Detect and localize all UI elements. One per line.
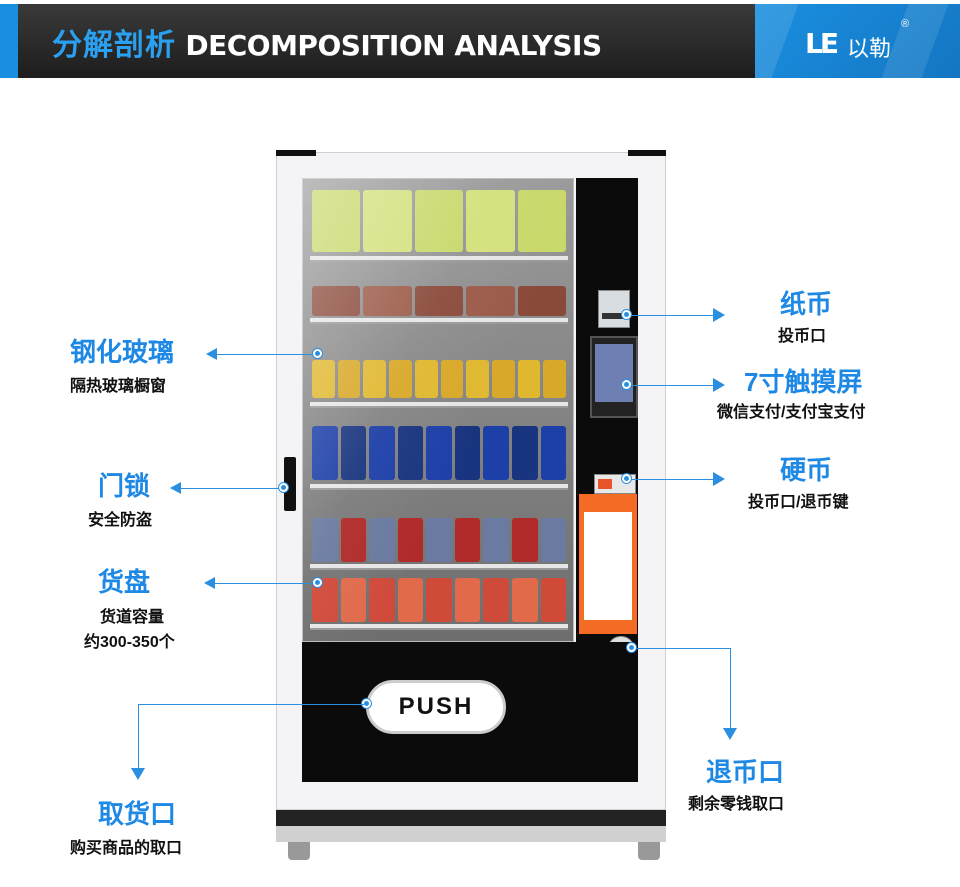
callout-coin-title: 硬币 [780, 455, 833, 485]
bill-acceptor[interactable] [598, 290, 630, 328]
marker-dot-icon [622, 380, 631, 389]
page-title-en: DECOMPOSITION ANALYSIS [185, 29, 602, 62]
push-pickup-door[interactable]: PUSH [366, 680, 506, 734]
shelf [310, 318, 568, 324]
callout-screen-title: 7寸触摸屏 [744, 367, 863, 397]
page-title-cn: 分解剖析 [52, 29, 176, 62]
callout-glass-title: 钢化玻璃 [70, 337, 175, 367]
brand-logo-icon: LE [805, 27, 839, 60]
shelf [310, 402, 568, 408]
callout-pickup-sub: 购买商品的取口 [70, 840, 183, 857]
arrow-left-icon [204, 577, 215, 589]
arrow-right-icon [713, 378, 725, 392]
callout-return-title: 退币口 [706, 757, 785, 787]
instruction-steps [584, 512, 632, 620]
callout-glass-sub: 隔热玻璃橱窗 [70, 378, 167, 395]
product-row [312, 286, 567, 316]
marker-dot-icon [313, 578, 322, 587]
marker-dot-icon [622, 310, 631, 319]
marker-dot-icon [627, 643, 636, 652]
brand-logo-area: LE 以勒 ® [755, 4, 960, 78]
arrow-left-icon [206, 348, 217, 360]
banner-dark-section [0, 4, 755, 78]
arrow-down-icon [723, 728, 737, 740]
coin-return-button[interactable] [598, 479, 612, 489]
marker-dot-icon [313, 349, 322, 358]
product-row [312, 426, 567, 480]
marker-dot-icon [622, 474, 631, 483]
shelf [310, 256, 568, 262]
banner-accent-stripe [0, 4, 18, 78]
product-row [312, 190, 567, 252]
callout-tray-title: 货盘 [98, 567, 151, 597]
machine-foot [638, 842, 660, 860]
header-banner: 分解剖析 DECOMPOSITION ANALYSIS LE 以勒 ® [0, 0, 960, 78]
marker-dot-icon [279, 483, 288, 492]
callout-coin-sub: 投币口/退币键 [748, 494, 849, 511]
page-title: 分解剖析 DECOMPOSITION ANALYSIS [52, 20, 602, 64]
callout-bill-title: 纸币 [780, 289, 833, 319]
arrow-right-icon [713, 472, 725, 486]
callout-tray-sub1: 货道容量 [100, 609, 165, 626]
arrow-left-icon [170, 482, 181, 494]
callout-screen-sub: 微信支付/支付宝支付 [717, 404, 866, 421]
callout-lock-title: 门锁 [98, 471, 151, 501]
product-row [312, 518, 567, 562]
arrow-right-icon [713, 308, 725, 322]
registered-mark: ® [901, 18, 910, 30]
bill-slot [602, 313, 626, 319]
shelf [310, 564, 568, 570]
shelf [310, 624, 568, 630]
product-row [312, 360, 567, 398]
door-lock[interactable] [284, 457, 296, 511]
touch-screen-display [595, 344, 633, 402]
shelf [310, 484, 568, 490]
brand-name: 以勒 [847, 36, 892, 61]
machine-foot [288, 842, 310, 860]
callout-bill-sub: 投币口 [778, 328, 827, 345]
product-row [312, 578, 567, 622]
callout-tray-sub2: 约300-350个 [84, 634, 175, 651]
marker-dot-icon [362, 699, 371, 708]
callout-lock-sub: 安全防盗 [88, 512, 153, 529]
arrow-down-icon [131, 768, 145, 780]
callout-return-sub: 剩余零钱取口 [688, 796, 785, 813]
callout-pickup-title: 取货口 [98, 799, 177, 829]
